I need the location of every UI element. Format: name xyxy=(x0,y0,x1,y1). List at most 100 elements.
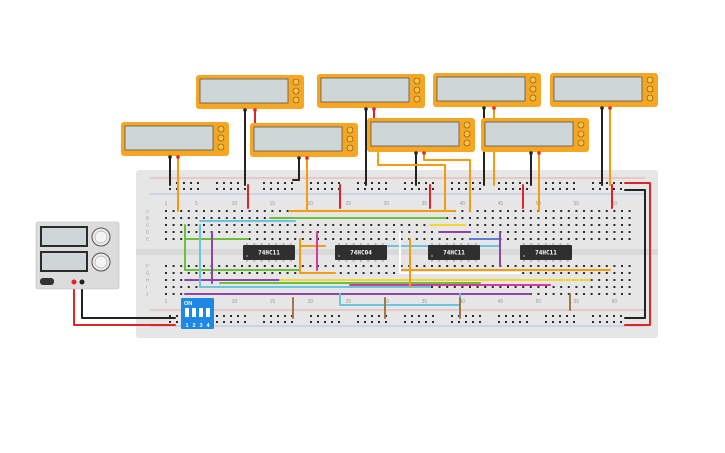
hole[interactable] xyxy=(431,286,433,288)
mode-button-icon[interactable] xyxy=(577,130,585,138)
multimeter-displays[interactable] xyxy=(121,73,658,160)
hole[interactable] xyxy=(628,231,631,233)
rail-hole[interactable] xyxy=(378,321,380,323)
breadboard[interactable]: 1155101015152020252530303535404045455050… xyxy=(136,170,658,338)
hole[interactable] xyxy=(187,265,190,267)
hole[interactable] xyxy=(362,272,365,274)
hole[interactable] xyxy=(233,231,236,233)
hole[interactable] xyxy=(583,272,585,274)
rail-hole[interactable] xyxy=(291,321,293,323)
hole[interactable] xyxy=(537,272,540,274)
hole[interactable] xyxy=(560,293,563,295)
hole[interactable] xyxy=(446,217,449,219)
rail-hole[interactable] xyxy=(183,188,185,190)
probe-black[interactable] xyxy=(529,151,533,155)
rail-hole[interactable] xyxy=(451,182,453,184)
hole[interactable] xyxy=(621,272,623,274)
rail-hole[interactable] xyxy=(512,315,514,317)
hole[interactable] xyxy=(598,224,601,226)
hole[interactable] xyxy=(195,265,198,267)
hole[interactable] xyxy=(522,231,525,233)
hole[interactable] xyxy=(537,224,540,226)
mode-button-icon[interactable] xyxy=(292,96,300,104)
hole[interactable] xyxy=(605,286,608,288)
hole[interactable] xyxy=(484,224,487,226)
hole[interactable] xyxy=(355,272,357,274)
hole[interactable] xyxy=(476,217,479,219)
rail-hole[interactable] xyxy=(519,182,521,184)
rail-hole[interactable] xyxy=(599,321,601,323)
rail-hole[interactable] xyxy=(284,182,286,184)
hole[interactable] xyxy=(484,265,487,267)
rail-hole[interactable] xyxy=(559,315,561,317)
hole[interactable] xyxy=(552,224,555,226)
power-supply[interactable] xyxy=(35,221,120,290)
hole[interactable] xyxy=(279,272,281,274)
rail-hole[interactable] xyxy=(284,188,286,190)
rail-hole[interactable] xyxy=(223,188,225,190)
hole[interactable] xyxy=(165,293,167,295)
rail-hole[interactable] xyxy=(479,321,481,323)
hole[interactable] xyxy=(461,286,464,288)
hole[interactable] xyxy=(415,224,418,226)
hole[interactable] xyxy=(613,224,616,226)
rail-hole[interactable] xyxy=(498,321,500,323)
mode-button-icon[interactable] xyxy=(646,76,654,84)
rail-hole[interactable] xyxy=(559,182,561,184)
rail-hole[interactable] xyxy=(432,182,434,184)
hole[interactable] xyxy=(514,238,517,240)
hole[interactable] xyxy=(575,217,578,219)
hole[interactable] xyxy=(263,231,266,233)
hole[interactable] xyxy=(332,231,335,233)
hole[interactable] xyxy=(529,231,532,233)
hole[interactable] xyxy=(552,238,555,240)
hole[interactable] xyxy=(347,231,350,233)
hole[interactable] xyxy=(529,272,532,274)
hole[interactable] xyxy=(294,231,297,233)
mode-button-icon[interactable] xyxy=(529,76,537,84)
rail-hole[interactable] xyxy=(223,321,225,323)
rail-hole[interactable] xyxy=(237,315,239,317)
rail-hole[interactable] xyxy=(324,321,326,323)
hole[interactable] xyxy=(461,217,464,219)
hole[interactable] xyxy=(165,238,167,240)
probe-red[interactable] xyxy=(305,156,309,160)
hole[interactable] xyxy=(210,217,213,219)
rail-hole[interactable] xyxy=(357,321,359,323)
hole[interactable] xyxy=(271,231,274,233)
hole[interactable] xyxy=(279,210,281,212)
rail-hole[interactable] xyxy=(498,182,500,184)
rail-hole[interactable] xyxy=(263,321,265,323)
hole[interactable] xyxy=(613,210,616,212)
rail-hole[interactable] xyxy=(545,188,547,190)
mode-button-icon[interactable] xyxy=(529,94,537,102)
rail-hole[interactable] xyxy=(545,182,547,184)
rail-hole[interactable] xyxy=(479,182,481,184)
hole[interactable] xyxy=(537,265,540,267)
hole[interactable] xyxy=(180,231,183,233)
rail-hole[interactable] xyxy=(411,321,413,323)
hole[interactable] xyxy=(415,265,418,267)
hole[interactable] xyxy=(560,272,563,274)
rail-hole[interactable] xyxy=(566,188,568,190)
hole[interactable] xyxy=(567,293,570,295)
rail-hole[interactable] xyxy=(270,321,272,323)
rail-hole[interactable] xyxy=(404,315,406,317)
hole[interactable] xyxy=(195,231,198,233)
hole[interactable] xyxy=(567,231,570,233)
hole[interactable] xyxy=(537,217,540,219)
hole[interactable] xyxy=(180,293,183,295)
hole[interactable] xyxy=(469,265,471,267)
rail-hole[interactable] xyxy=(404,182,406,184)
rail-hole[interactable] xyxy=(338,182,340,184)
hole[interactable] xyxy=(241,217,243,219)
hole[interactable] xyxy=(628,293,631,295)
hole[interactable] xyxy=(203,217,205,219)
hole[interactable] xyxy=(529,286,532,288)
hole[interactable] xyxy=(393,231,395,233)
hole[interactable] xyxy=(583,265,585,267)
rail-hole[interactable] xyxy=(573,188,575,190)
hole[interactable] xyxy=(309,224,312,226)
rail-hole[interactable] xyxy=(230,315,232,317)
